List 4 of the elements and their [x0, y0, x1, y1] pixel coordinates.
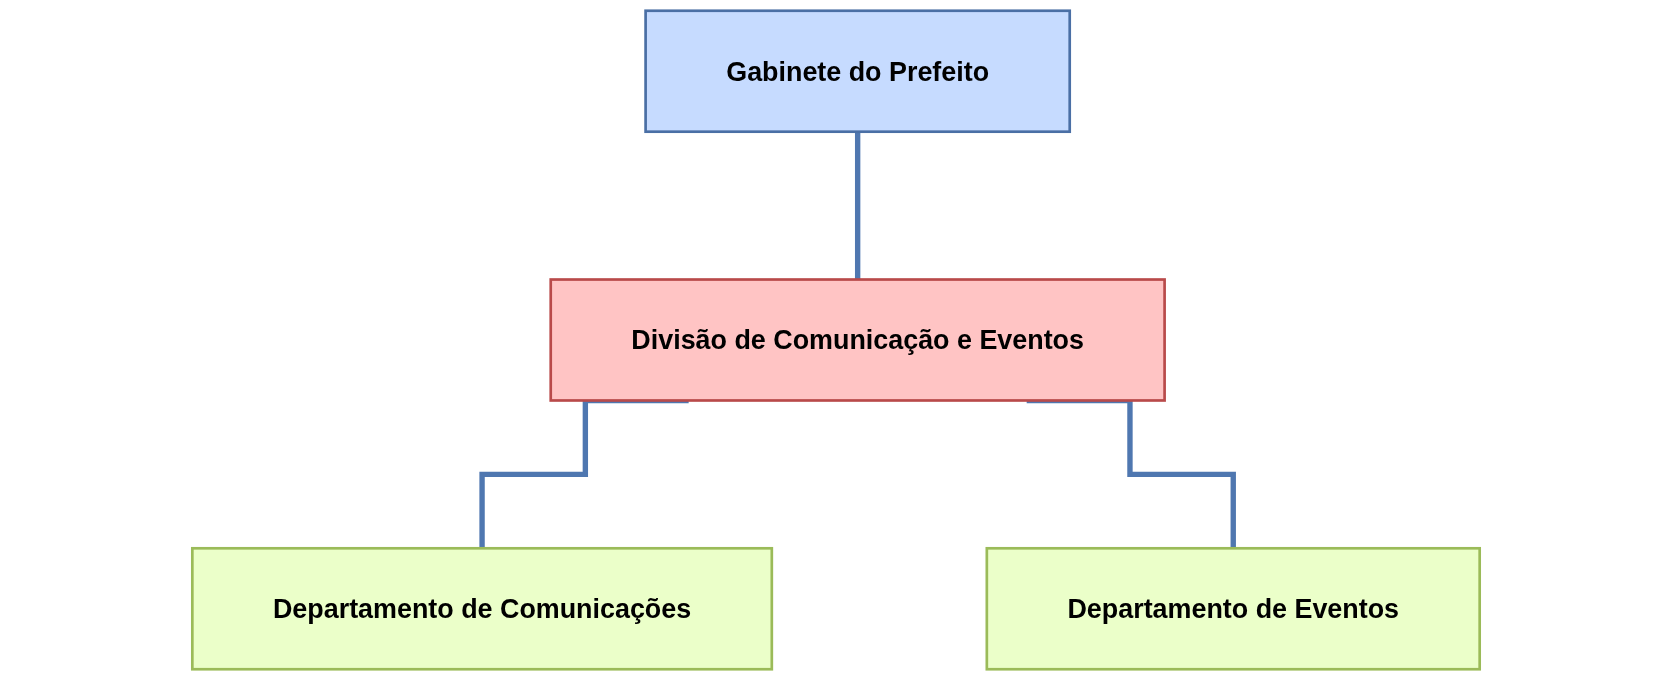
node-box: Gabinete do Prefeito — [644, 9, 1072, 134]
node-box: Departamento de Eventos — [985, 546, 1481, 671]
node-box: Divisão de Comunicação e Eventos — [549, 278, 1166, 402]
node-box: Departamento de Comunicações — [191, 546, 774, 671]
